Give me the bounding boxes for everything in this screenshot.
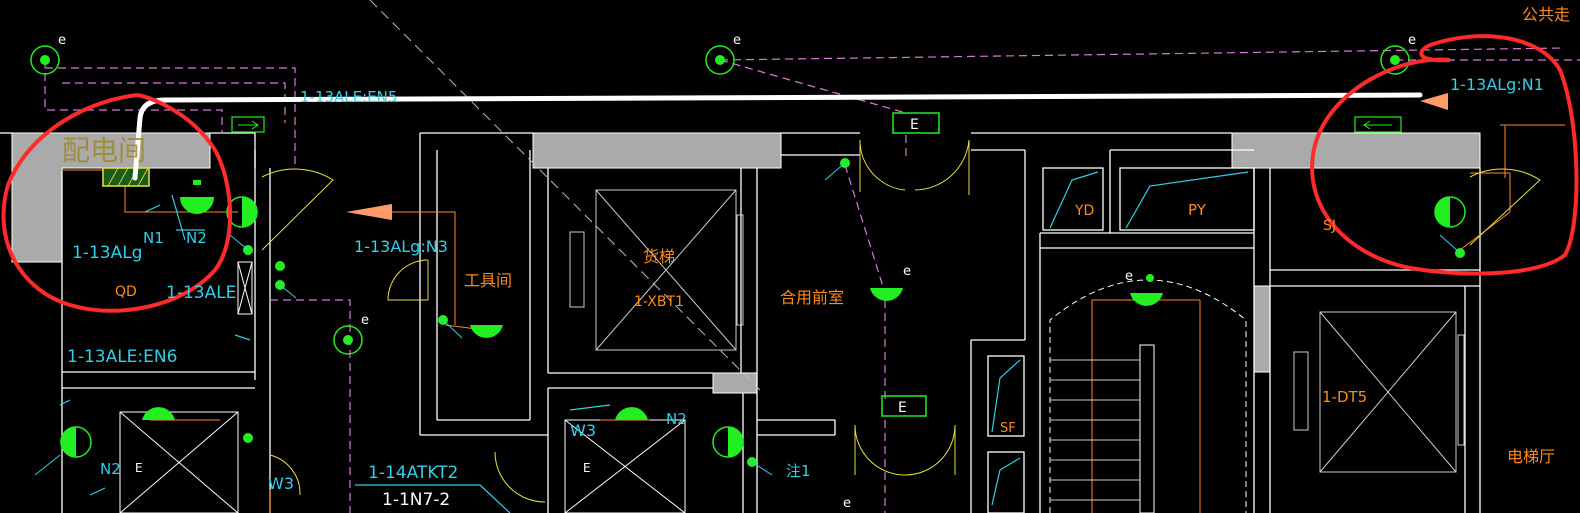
wall-lamp-icon [712,426,744,458]
label-e-6: e [1125,269,1133,284]
label-cargo-lift: 货梯 [643,247,675,266]
emergency-light-icon [705,45,735,75]
ceiling-light-icon [615,407,648,420]
label-xbt1: 1-XBT1 [634,294,684,310]
ceiling-light-icon [180,197,214,214]
ceiling-light-icon [470,325,503,338]
direction-sign-icon [1354,116,1402,133]
label-e-2: e [733,33,741,48]
label-n2-bottom-left: N2 [100,460,121,478]
label-distribution-room: 配电间 [62,134,146,167]
door-swings [261,139,1541,503]
ceiling-light-icon [870,288,903,301]
label-qd: QD [115,284,137,300]
label-panel-1-13alg: 1-13ALg [72,243,142,263]
label-w3-left: W3 [268,474,294,493]
label-elevator-hall: 电梯厅 [1507,447,1555,466]
label-dt5: 1-DT5 [1322,388,1367,406]
label-n7: 1-1N7-2 [382,490,450,510]
label-n2-mid: N2 [666,410,687,428]
wall-lamp-icon [1434,196,1466,228]
label-circuit-en5: 1-13ALE:EN5 [300,88,397,106]
staircase [1049,279,1247,513]
label-e-7: e [843,496,851,511]
markup-connection-line [132,92,1423,181]
wall-lamp-icon [226,196,258,228]
label-yd: YD [1074,203,1094,219]
wall-lamp-icon [60,426,92,458]
markup-circle-right [1310,34,1579,276]
label-exit-sign-2: E [898,400,907,416]
circuit-lines [59,171,1249,513]
switch-dots [243,158,1465,467]
drawing-labels: 公共走 1-13ALE:EN5 1-13ALg:N1 配电间 1-13ALg N… [58,5,1570,511]
label-ale-box: 1-13ALE [166,283,236,303]
ceiling-light-icon [142,407,175,420]
exit-sign-icon [892,112,940,134]
label-e-1: e [58,33,66,48]
emergency-wiring [44,47,1580,513]
label-e-mark-mid: E [583,461,591,475]
label-n2: N2 [186,229,207,247]
lighting-fixtures [30,45,1466,476]
construction-line [369,0,761,391]
emergency-light-icon [1380,45,1410,75]
arrow-marker-icon [346,204,392,220]
label-sf: SF [1000,421,1016,436]
wall-outlines [0,132,1481,513]
label-e-5: e [903,264,911,279]
label-circuit-n1-right: 1-13ALg:N1 [1450,75,1544,94]
label-py: PY [1188,201,1207,219]
label-e-3: e [1408,33,1416,48]
label-circuit-n3: 1-13ALg:N3 [354,237,448,256]
label-atkt2: 1-14ATKT2 [368,463,458,483]
label-e-mark-left: E [135,461,143,475]
label-exit-sign-1: E [910,117,919,133]
markup-circle-left [1,93,232,313]
label-w3-mid: W3 [570,421,596,440]
label-shared-lobby: 合用前室 [780,288,844,307]
exit-sign-icon [881,395,927,417]
structural-walls [11,132,1481,394]
direction-sign-icon [231,116,265,133]
elevator-shafts [569,189,1465,473]
label-e-4: e [361,313,369,328]
label-circuit-en6: 1-13ALE:EN6 [67,347,177,367]
emergency-light-icon [30,45,60,75]
arrow-marker-icon [1420,93,1448,110]
label-n1: N1 [143,229,164,247]
label-top-right-room: 公共走 [1522,5,1570,24]
normal-wiring [60,124,1565,513]
label-tool-room: 工具间 [464,271,512,290]
label-sj: SJ [1323,218,1336,234]
switch-leads [34,162,1461,476]
label-fire-zone: 注1 [786,462,811,480]
ceiling-light-icon [1130,293,1163,306]
emergency-light-icon [333,325,363,355]
